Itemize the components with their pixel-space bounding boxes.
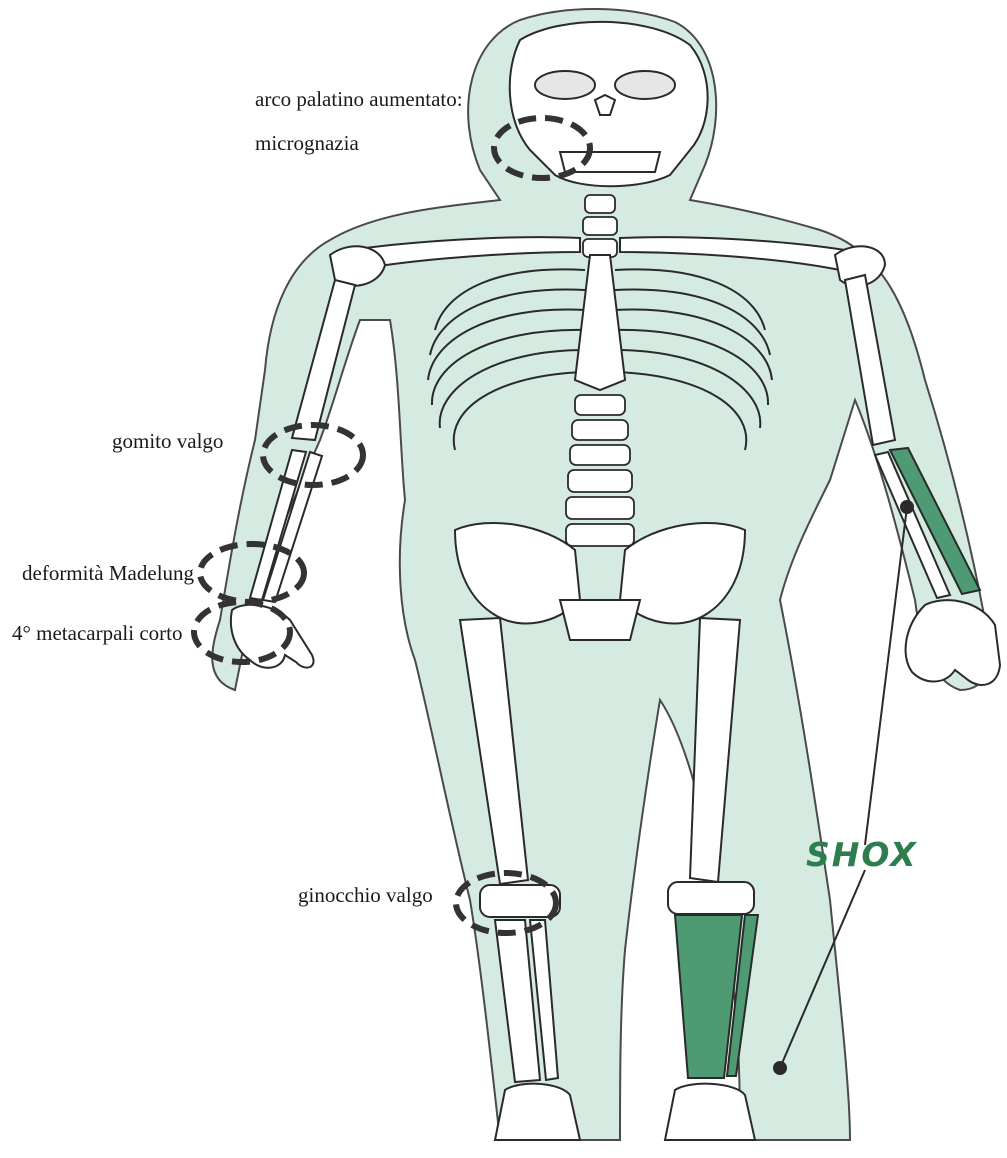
forearm-dot	[901, 501, 913, 513]
label-palate: arco palatino aumentato:	[255, 86, 463, 112]
label-shox: SHOX	[806, 835, 918, 874]
label-metacarpal: 4° metacarpali corto	[12, 620, 182, 646]
label-elbow: gomito valgo	[112, 428, 223, 454]
leg-dot	[774, 1062, 786, 1074]
label-knee: ginocchio valgo	[298, 882, 433, 908]
label-micrognathia: micrognazia	[255, 130, 359, 156]
label-madelung: deformità Madelung	[22, 560, 194, 586]
right-arm-bones	[845, 275, 1000, 685]
